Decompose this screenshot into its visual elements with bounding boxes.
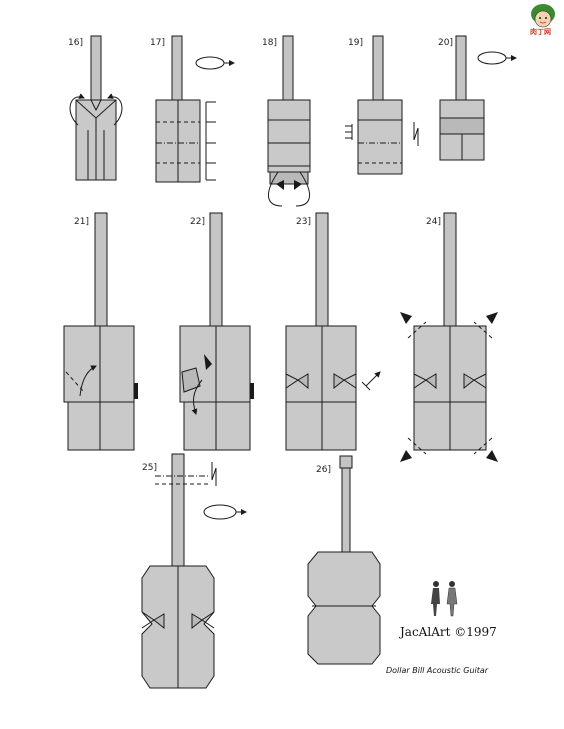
step-18: 18] [262,35,311,207]
site-logo: 肉丁网 [530,4,555,36]
people-icon [431,581,458,617]
step-20: 20] [438,35,517,161]
step-label: 20] [438,38,453,48]
step-25: 25] [141,453,247,689]
step-19: 19] [345,35,419,175]
step-22: 22] [179,212,254,451]
character-face-icon [531,4,555,28]
credit-text: JacAlArt ©1997 [398,625,497,639]
step-label: 17] [150,38,165,48]
step-label: 22] [190,217,205,227]
step-26: 26] [307,455,381,665]
step-23: 23] [285,212,381,451]
step-24: 24] [400,212,498,462]
step-17: 17] [150,35,235,183]
step-label: 21] [74,217,89,227]
step-label: 18] [262,38,277,48]
logo-text: 肉丁网 [530,27,551,36]
step-label: 23] [296,217,311,227]
step-16: 16] [68,35,123,181]
step-label: 26] [316,465,331,475]
diagram-caption: Dollar Bill Acoustic Guitar [386,666,489,675]
step-label: 16] [68,38,83,48]
step-label: 25] [142,463,157,473]
step-21: 21] [63,212,138,451]
step-label: 24] [426,217,441,227]
step-label: 19] [348,38,363,48]
